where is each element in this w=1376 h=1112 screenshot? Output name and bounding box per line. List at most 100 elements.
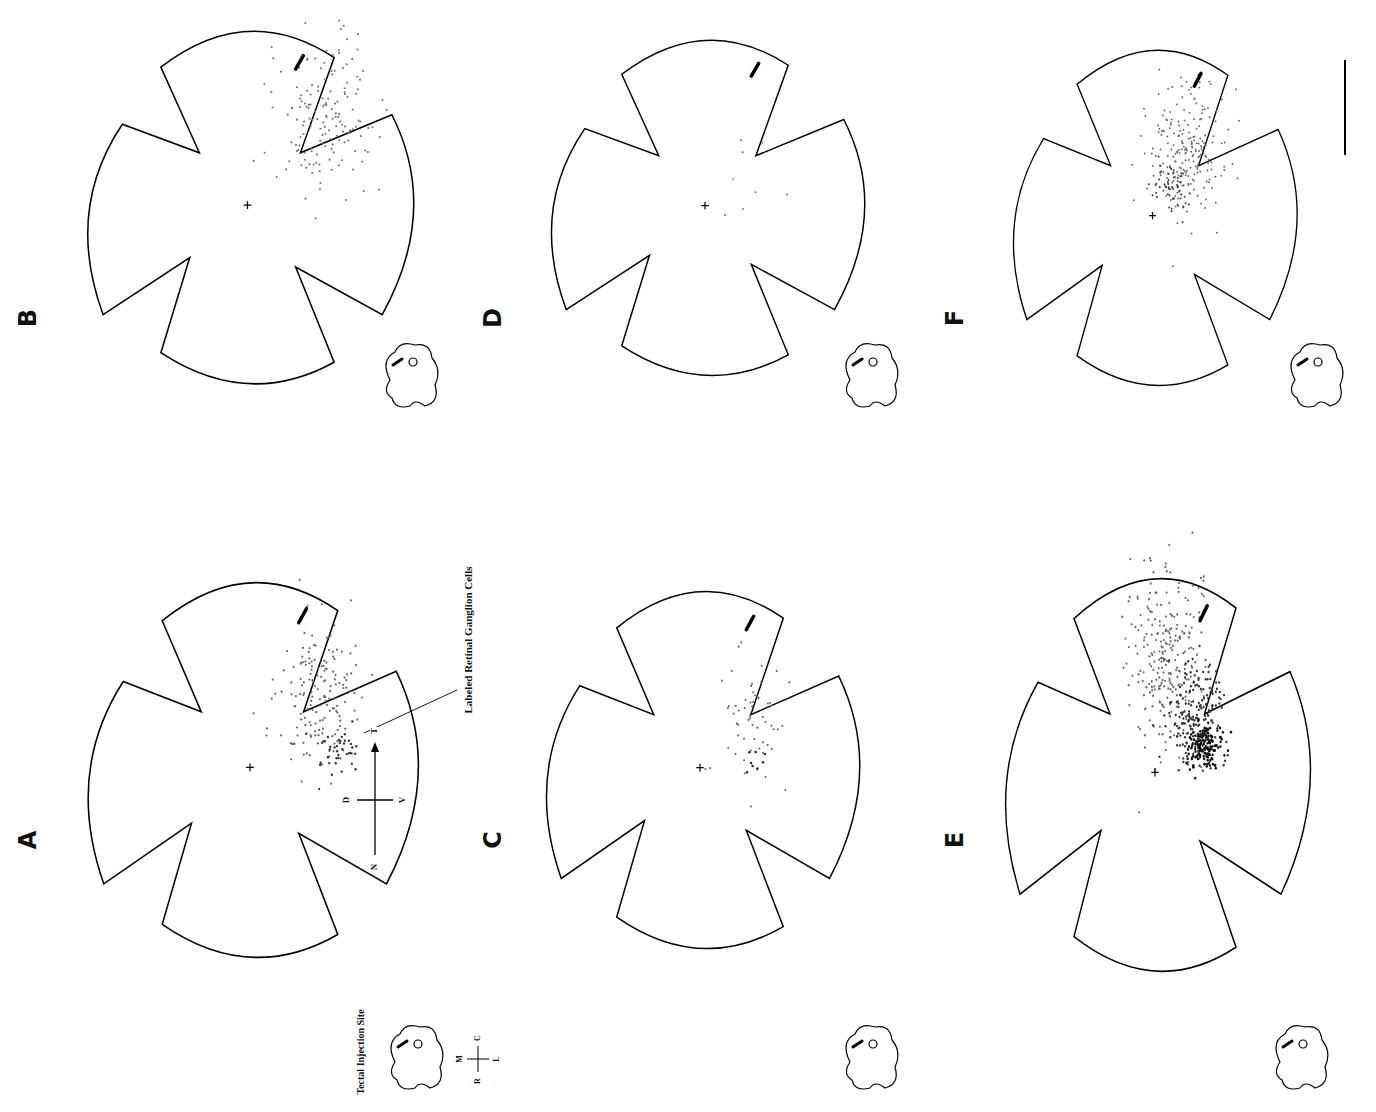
- labeled-cell-dot: [329, 746, 331, 748]
- labeled-cell-dot: [1209, 745, 1211, 748]
- labeled-cell-dot: [1177, 702, 1179, 705]
- labeled-cell-dot: [299, 98, 301, 100]
- labeled-cell-dot: [1175, 635, 1177, 637]
- labeled-cell-dot: [1159, 650, 1161, 652]
- labeled-cell-dot: [1168, 206, 1170, 208]
- labeled-cell-dot: [1151, 153, 1153, 155]
- labeled-cell-dot: [1160, 657, 1162, 659]
- labeled-cell-dot: [1199, 155, 1201, 157]
- labeled-cell-dot: [1163, 659, 1165, 661]
- labeled-cell-dot: [1189, 690, 1191, 693]
- labeled-cell-dot: [1200, 742, 1202, 745]
- labeled-cell-dot: [1209, 754, 1211, 757]
- labeled-cell-dot: [1178, 757, 1180, 759]
- labeled-cell-dot: [1180, 172, 1182, 174]
- labeled-cell-dot: [1143, 671, 1145, 673]
- labeled-cell-dot: [1210, 739, 1212, 742]
- labeled-cell-dot: [1203, 187, 1205, 189]
- labeled-cell-dot: [777, 728, 779, 730]
- labeled-cell-dot: [1182, 757, 1184, 760]
- labeled-cell-dot: [1157, 633, 1159, 635]
- labeled-cell-dot: [335, 762, 337, 764]
- labeled-cell-dot: [1189, 768, 1191, 771]
- orientation-letter: D: [342, 796, 352, 805]
- labeled-cell-dot: [749, 715, 751, 717]
- labeled-cell-dot: [1145, 686, 1147, 688]
- labeled-cell-dot: [1145, 707, 1147, 709]
- labeled-cell-dot: [1200, 577, 1202, 579]
- labeled-cell-dot: [264, 152, 266, 154]
- labeled-cell-dot: [1186, 149, 1188, 151]
- labeled-cell-dot: [1207, 671, 1209, 674]
- labeled-cell-dot: [1191, 141, 1193, 143]
- labeled-cell-dot: [325, 104, 327, 106]
- labeled-cell-dot: [1180, 711, 1182, 714]
- labeled-cell-dot: [1212, 721, 1214, 724]
- labeled-cell-dot: [326, 704, 328, 706]
- labeled-cell-dot: [331, 108, 333, 110]
- labeled-cell-dot: [1222, 731, 1224, 734]
- labeled-cell-dot: [1212, 763, 1214, 766]
- labeled-cell-dot: [1192, 764, 1194, 767]
- labeled-cell-dot: [331, 774, 333, 776]
- orientation-letter: N: [370, 863, 380, 872]
- labeled-cell-dot: [749, 717, 751, 719]
- labeled-cell-dot: [1207, 721, 1209, 724]
- labeled-cell-dot: [320, 67, 322, 69]
- labeled-cell-dot: [1162, 114, 1164, 116]
- labeled-cell-dot: [359, 79, 361, 81]
- labeled-cell-dot: [1194, 746, 1196, 749]
- labeled-cell-dot: [1211, 704, 1213, 707]
- labeled-cell-dot: [322, 105, 324, 107]
- labeled-cell-dot: [1174, 659, 1176, 661]
- labeled-cell-dot: [331, 735, 333, 737]
- labeled-cell-dot: [1152, 165, 1154, 167]
- labeled-cell-dot: [323, 104, 325, 106]
- labeled-cell-dot: [308, 678, 310, 680]
- labeled-cell-dot: [1181, 630, 1183, 632]
- labeled-cell-dot: [356, 76, 358, 78]
- labeled-cell-dot: [1201, 147, 1203, 149]
- labeled-cell-dot: [314, 685, 316, 687]
- labeled-cell-dot: [1227, 749, 1229, 752]
- labeled-cell-dot: [300, 662, 302, 664]
- labeled-cell-dot: [346, 82, 348, 84]
- labeled-cell-dot: [314, 58, 316, 60]
- labeled-cell-dot: [1167, 173, 1169, 175]
- labeled-cell-dot: [1198, 702, 1200, 705]
- labeled-cell-dot: [331, 148, 333, 150]
- labeled-cell-dot: [350, 672, 352, 674]
- labeled-cell-dot: [1158, 93, 1160, 95]
- labeled-cell-dot: [1150, 582, 1152, 584]
- labeled-cell-dot: [333, 658, 335, 660]
- labeled-cell-dot: [344, 676, 346, 678]
- labeled-cell-dot: [740, 139, 742, 141]
- labeled-cell-dot: [304, 724, 306, 726]
- labeled-cell-dot: [724, 214, 726, 216]
- labeled-cell-dot: [335, 112, 337, 114]
- labeled-cell-dot: [1148, 598, 1150, 600]
- labeled-cell-dot: [1190, 733, 1192, 736]
- labeled-cell-dot: [310, 734, 312, 736]
- labeled-cell-dot: [758, 747, 760, 749]
- labeled-cell-dot: [325, 102, 327, 104]
- labeled-cell-dot: [326, 636, 328, 638]
- labeled-cell-dot: [1169, 715, 1171, 717]
- labeled-cell-dot: [1212, 141, 1214, 143]
- labeled-cell-dot: [1159, 688, 1161, 690]
- labeled-cell-dot: [1193, 681, 1195, 684]
- labeled-cell-dot: [1179, 693, 1181, 696]
- labeled-cell-dot: [323, 670, 325, 672]
- labeled-cell-dot: [334, 678, 336, 680]
- labeled-cell-dot: [1199, 705, 1201, 708]
- labeled-cell-dot: [1147, 618, 1149, 620]
- labeled-cell-dot: [761, 142, 763, 144]
- labeled-cell-dot: [342, 67, 344, 69]
- labeled-cell-dot: [1152, 705, 1154, 707]
- labeled-cell-dot: [311, 172, 313, 174]
- labeled-cell-dot: [1192, 716, 1194, 719]
- labeled-cell-dot: [333, 698, 335, 700]
- labeled-cell-dot: [1191, 146, 1193, 148]
- labeled-cell-dot: [325, 661, 327, 663]
- labeled-cell-dot: [272, 678, 274, 680]
